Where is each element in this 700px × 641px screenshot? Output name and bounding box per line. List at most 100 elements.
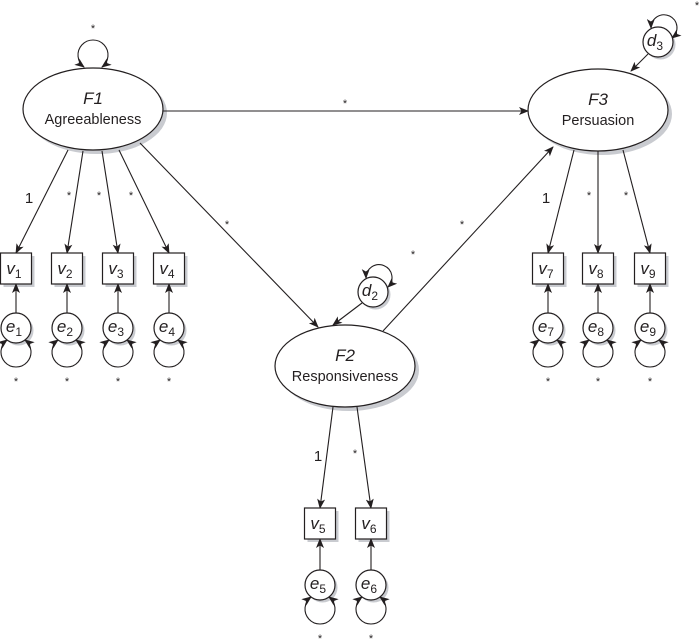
indicator-v7-label-symbol: v <box>538 259 548 278</box>
loading-label-v1: 1 <box>25 190 33 207</box>
error-e4-circle <box>153 312 185 344</box>
error-e2-circle <box>51 312 83 344</box>
indicator-v7-label-subscript: 7 <box>547 267 554 281</box>
path-f2-to-f3-label: * <box>460 219 465 231</box>
indicator-v4-label-symbol: v <box>159 259 169 278</box>
error-e9-label-subscript: 9 <box>649 325 656 339</box>
indicator-v7-label: v7 <box>538 259 554 281</box>
error-e8-label-subscript: 8 <box>597 325 604 339</box>
indicator-v2-label-subscript: 2 <box>66 267 73 281</box>
indicator-v3-box <box>101 252 135 285</box>
error-e6-circle <box>355 569 387 601</box>
error-variance-loop-e6 <box>352 596 390 625</box>
indicator-v5-label-symbol: v <box>310 514 320 533</box>
disturbance-f2-circle <box>357 276 389 308</box>
f1-variance-label: * <box>91 23 96 35</box>
indicator-v2-label: v2 <box>57 259 73 281</box>
error-e5-label-subscript: 5 <box>319 582 326 596</box>
disturbance-f2-label-subscript: 2 <box>371 289 378 303</box>
indicator-v8-box <box>581 252 615 285</box>
indicator-v8-label-subscript: 8 <box>597 267 604 281</box>
factor-f1-name: Agreeableness <box>45 112 142 128</box>
loading-label-v8: * <box>587 190 592 202</box>
loading-label-v4: * <box>129 190 134 202</box>
factor-f2-id: F2 <box>335 346 355 365</box>
error-e2-label-symbol: e <box>57 317 66 336</box>
d2-variance-label: * <box>411 249 416 261</box>
error-e2-label: e2 <box>57 317 73 339</box>
loading-label-v7: 1 <box>542 190 550 207</box>
error-e1-label-symbol: e <box>6 317 15 336</box>
disturbance-f3-label-symbol: d <box>647 31 657 50</box>
d2-variance-loop <box>361 264 398 288</box>
error-e7-label: e7 <box>538 317 554 339</box>
error-e6-label-subscript: 6 <box>370 582 377 596</box>
indicator-v2-label-symbol: v <box>57 259 67 278</box>
factor-f1-id: F1 <box>83 89 103 108</box>
loading-arrow-v1 <box>15 149 69 254</box>
error-variance-label-e1: * <box>14 376 19 388</box>
error-e6-label: e6 <box>361 574 377 596</box>
indicator-v4-label-subscript: 4 <box>168 267 175 281</box>
f1-variance-loop <box>74 39 112 68</box>
error-variance-loop-e9 <box>631 339 669 368</box>
indicator-v3-label-symbol: v <box>108 259 118 278</box>
error-e6-label-symbol: e <box>361 574 370 593</box>
error-variance-label-e2: * <box>65 376 70 388</box>
indicator-v1-box <box>0 252 33 285</box>
factor-f2-name: Responsiveness <box>292 369 398 385</box>
error-e5-label-symbol: e <box>310 574 319 593</box>
factor-f3-ellipse <box>527 68 669 152</box>
indicator-v3-label-subscript: 3 <box>117 267 124 281</box>
disturbance-f3-label: d3 <box>647 31 663 53</box>
error-e3-label: e3 <box>108 317 124 339</box>
error-e9-label: e9 <box>640 317 656 339</box>
path-f2-to-f3-arrow <box>382 146 554 332</box>
loading-label-v2: * <box>67 190 72 202</box>
indicator-v2-box <box>50 252 84 285</box>
error-e5-label: e5 <box>310 574 326 596</box>
indicator-v5-label: v5 <box>310 514 326 536</box>
disturbance-f3-circle <box>642 26 674 58</box>
d3-to-f3-arrow <box>630 53 649 72</box>
error-e8-label-symbol: e <box>588 317 597 336</box>
error-variance-loop-e7 <box>529 339 567 368</box>
error-e4-label-subscript: 4 <box>168 325 175 339</box>
loading-arrow-v5 <box>317 406 334 509</box>
loading-arrow-v2 <box>64 150 84 254</box>
indicator-v6-label-symbol: v <box>361 514 371 533</box>
error-e7-circle <box>532 312 564 344</box>
error-variance-label-e4: * <box>167 376 172 388</box>
error-e3-label-symbol: e <box>108 317 117 336</box>
error-variance-label-e9: * <box>648 376 653 388</box>
indicator-v4-label: v4 <box>159 259 175 281</box>
error-variance-loop-e2 <box>48 339 86 368</box>
loading-label-v9: * <box>624 190 629 202</box>
d3-variance-loop <box>646 14 682 39</box>
error-e1-circle <box>0 312 32 344</box>
indicator-v3-label: v3 <box>108 259 124 281</box>
loading-arrow-v4 <box>118 149 170 254</box>
loading-label-v3: * <box>97 190 102 202</box>
error-e1-label: e1 <box>6 317 22 339</box>
error-variance-loop-e4 <box>150 339 188 368</box>
loading-label-v5: 1 <box>314 448 322 465</box>
error-variance-label-e7: * <box>546 376 551 388</box>
loading-label-v6: * <box>353 448 358 460</box>
error-variance-label-e3: * <box>116 376 121 388</box>
error-e3-circle <box>102 312 134 344</box>
indicator-v5-label-subscript: 5 <box>319 522 326 536</box>
error-variance-loop-e3 <box>99 339 137 368</box>
factor-f2-ellipse <box>274 324 416 408</box>
indicator-v9-label: v9 <box>640 259 656 281</box>
indicator-v1-label-subscript: 1 <box>15 267 22 281</box>
indicator-v4-box <box>152 252 186 285</box>
error-variance-loop-e8 <box>579 339 617 368</box>
error-e2-label-subscript: 2 <box>66 325 73 339</box>
error-e4-label-symbol: e <box>159 317 168 336</box>
error-e3-label-subscript: 3 <box>117 325 124 339</box>
error-e9-label-symbol: e <box>640 317 649 336</box>
error-e1-label-subscript: 1 <box>15 325 22 339</box>
indicator-v9-box <box>633 252 667 285</box>
error-variance-label-e5: * <box>318 633 323 641</box>
